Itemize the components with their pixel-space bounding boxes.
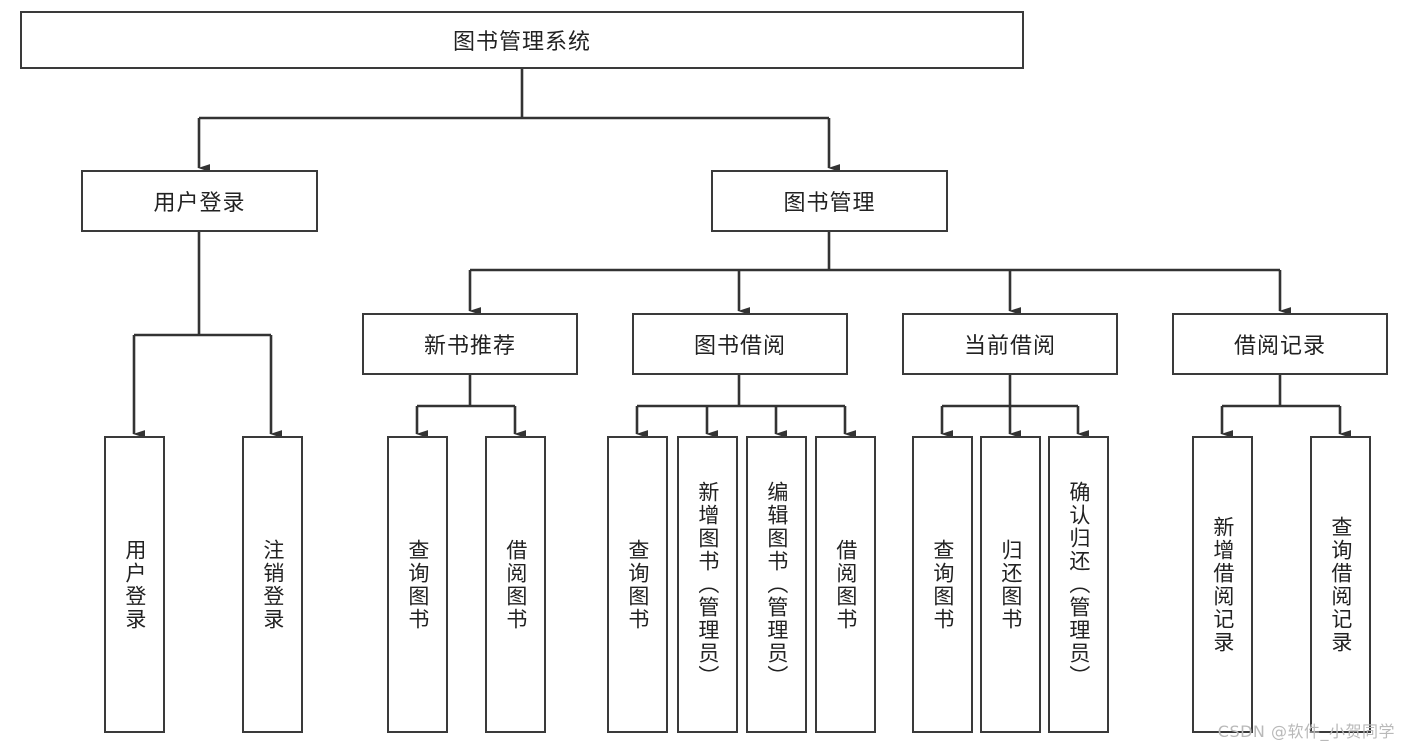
node-book-borrow[interactable]: 图书借阅: [632, 313, 848, 375]
node-book-manage[interactable]: 图书管理: [711, 170, 948, 232]
node-leaf-query-book-1[interactable]: 查询图书: [387, 436, 448, 733]
node-leaf-confirm-return[interactable]: 确认归还（管理员）: [1048, 436, 1109, 733]
node-borrow-record[interactable]: 借阅记录: [1172, 313, 1388, 375]
node-leaf-query-book-2[interactable]: 查询图书: [607, 436, 668, 733]
node-leaf-add-record[interactable]: 新增借阅记录: [1192, 436, 1253, 733]
node-leaf-borrow-book-1[interactable]: 借阅图书: [485, 436, 546, 733]
csdn-watermark: CSDN @软件_小贺同学: [1217, 722, 1395, 741]
node-leaf-logout[interactable]: 注销登录: [242, 436, 303, 733]
node-leaf-user-login[interactable]: 用户登录: [104, 436, 165, 733]
node-leaf-borrow-book-2[interactable]: 借阅图书: [815, 436, 876, 733]
node-leaf-return-book[interactable]: 归还图书: [980, 436, 1041, 733]
node-leaf-edit-book[interactable]: 编辑图书（管理员）: [746, 436, 807, 733]
node-leaf-add-book[interactable]: 新增图书（管理员）: [677, 436, 738, 733]
node-new-book-rec[interactable]: 新书推荐: [362, 313, 578, 375]
node-root[interactable]: 图书管理系统: [20, 11, 1024, 69]
node-leaf-query-record[interactable]: 查询借阅记录: [1310, 436, 1371, 733]
node-user-login[interactable]: 用户登录: [81, 170, 318, 232]
node-current-borrow[interactable]: 当前借阅: [902, 313, 1118, 375]
node-leaf-query-book-3[interactable]: 查询图书: [912, 436, 973, 733]
